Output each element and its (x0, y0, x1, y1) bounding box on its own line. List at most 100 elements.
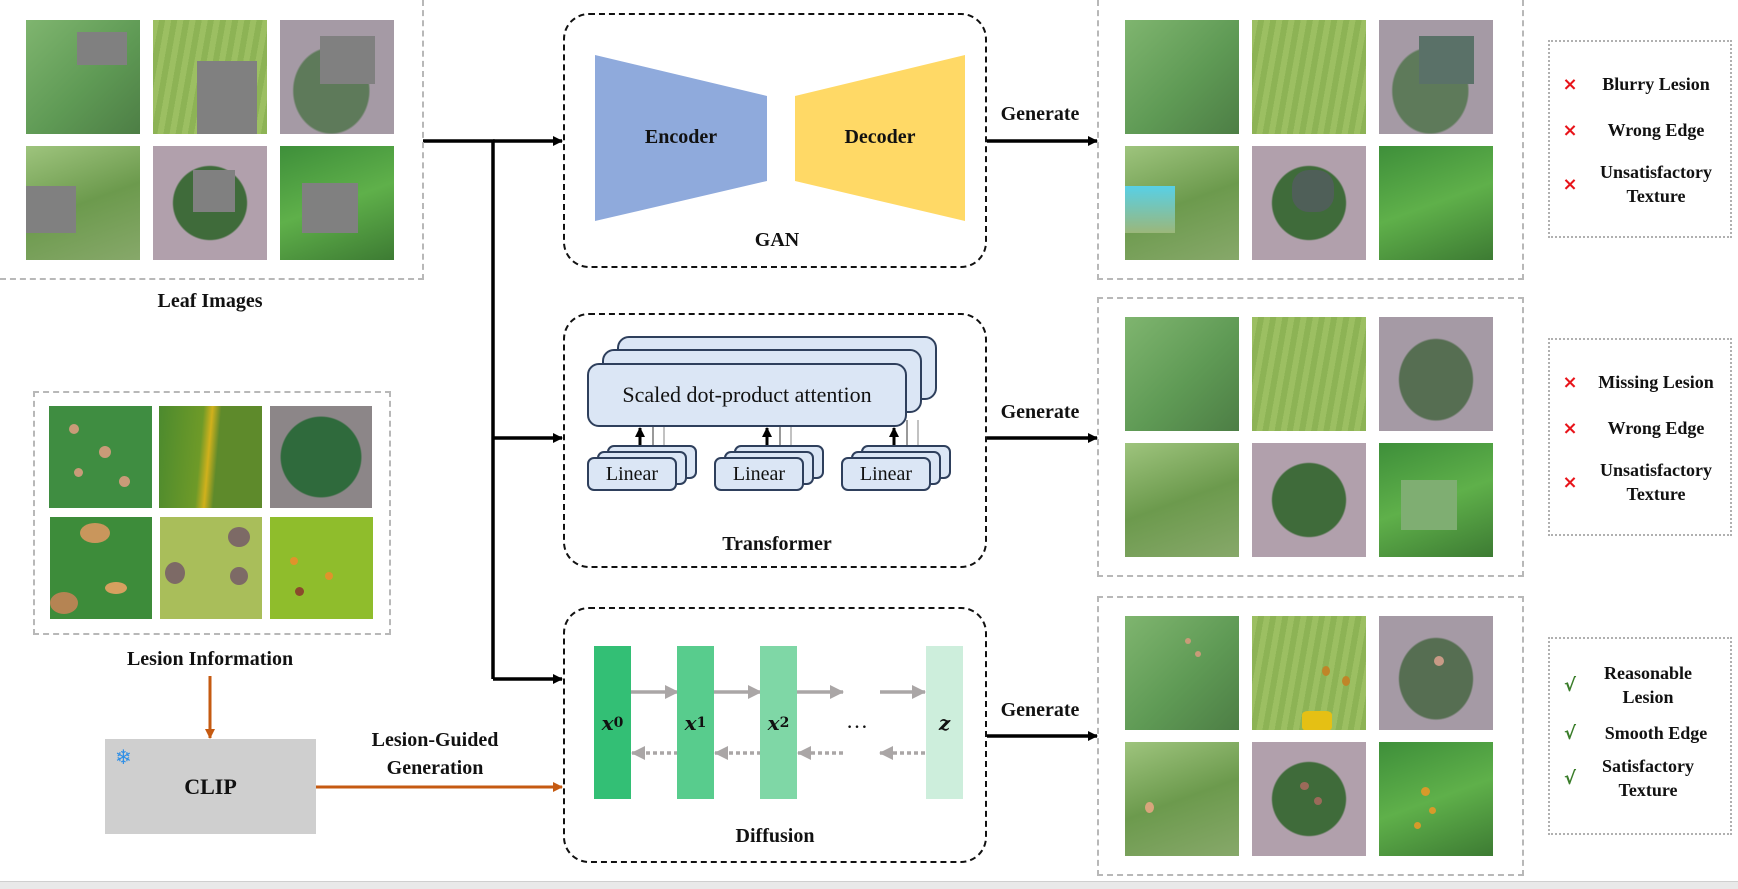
criterion-item: ×Missing Lesion (1550, 370, 1730, 394)
diffusion-title: Diffusion (735, 825, 815, 847)
generated-leaf-image (1252, 146, 1366, 260)
criterion-item: ×Blurry Lesion (1550, 72, 1730, 96)
criterion-item: √Satisfactory Texture (1550, 754, 1730, 802)
linear-label: Linear (841, 457, 931, 491)
transformer-output-panel (1097, 297, 1524, 577)
criterion-item: √Reasonable Lesion (1550, 661, 1730, 709)
encoder-decoder-shapes (595, 55, 965, 221)
lesion-image (270, 517, 373, 619)
check-mark-icon: √ (1563, 767, 1576, 789)
masked-leaf-image (280, 20, 394, 134)
encoder-trapezoid (595, 55, 767, 221)
x-mark-icon: × (1562, 371, 1578, 393)
step-symbol: z (938, 710, 951, 735)
attention-label: Scaled dot-product attention (622, 382, 872, 407)
masked-leaf-image (26, 146, 140, 260)
gan-output-panel (1097, 0, 1524, 280)
leaf-images-panel (0, 0, 424, 280)
criterion-item: ×Unsatisfactory Texture (1550, 458, 1730, 506)
masked-leaf-image (153, 146, 267, 260)
lesion-information-label: Lesion Information (126, 648, 294, 670)
generated-leaf-image (1252, 443, 1366, 557)
generated-leaf-image (1125, 20, 1239, 134)
snowflake-icon: ❄ (115, 745, 132, 769)
step-subscript: 0 (613, 714, 624, 731)
generated-leaf-image (1379, 20, 1493, 134)
generated-leaf-image (1125, 146, 1239, 260)
generated-leaf-image (1125, 443, 1239, 557)
lesion-image (49, 406, 152, 508)
clip-label: CLIP (184, 774, 237, 799)
decoder-label: Decoder (844, 126, 916, 148)
input-trunk-line (423, 139, 495, 679)
step-symbol: x (684, 710, 697, 735)
generated-leaf-image (1379, 443, 1493, 557)
step-subscript: 2 (779, 714, 790, 731)
transformer-criteria-panel: ×Missing Lesion ×Wrong Edge ×Unsatisfact… (1548, 338, 1732, 536)
generated-leaf-image (1379, 146, 1493, 260)
check-mark-icon: √ (1563, 722, 1576, 744)
generate-label-transformer: Generate (1000, 401, 1080, 423)
diffusion-output-panel (1097, 596, 1524, 876)
generated-leaf-image (1252, 742, 1366, 856)
x-mark-icon: × (1562, 119, 1578, 141)
generate-label-diffusion: Generate (1000, 699, 1080, 721)
linear-stack-q: Linear (587, 445, 697, 497)
masked-leaf-image (26, 20, 140, 134)
horizontal-scrollbar[interactable] (0, 881, 1738, 889)
gan-title: GAN (754, 229, 800, 251)
generated-leaf-image (1379, 742, 1493, 856)
generate-label-gan: Generate (1000, 103, 1080, 125)
decoder-trapezoid (795, 55, 965, 221)
generated-leaf-image (1125, 742, 1239, 856)
check-mark-icon: √ (1563, 674, 1576, 696)
lesion-image (50, 517, 152, 619)
diffusion-module (563, 607, 987, 863)
encoder-label: Encoder (644, 126, 718, 148)
linear-stack-k: Linear (714, 445, 824, 497)
generated-leaf-image (1252, 317, 1366, 431)
gan-module: Encoder Decoder GAN (563, 13, 987, 268)
x-mark-icon: × (1562, 173, 1578, 195)
transformer-module: Scaled dot-product attention Linear Line… (563, 313, 987, 568)
masked-leaf-image (280, 146, 394, 260)
lesion-images-panel (33, 391, 391, 635)
generated-leaf-image (1125, 317, 1239, 431)
diffusion-criteria-panel: √Reasonable Lesion √Smooth Edge √Satisfa… (1548, 637, 1732, 835)
lesion-guided-label-line2: Generation (386, 757, 484, 779)
generated-leaf-image (1252, 20, 1366, 134)
x-mark-icon: × (1562, 471, 1578, 493)
step-symbol: x (767, 710, 780, 735)
linear-label: Linear (587, 457, 677, 491)
criterion-item: √Smooth Edge (1550, 721, 1730, 745)
attention-block: Scaled dot-product attention (587, 363, 907, 427)
criterion-item: ×Wrong Edge (1550, 416, 1730, 440)
gan-criteria-panel: ×Blurry Lesion ×Wrong Edge ×Unsatisfacto… (1548, 40, 1732, 238)
leaf-images-label: Leaf Images (157, 290, 263, 312)
generated-leaf-image (1252, 616, 1366, 730)
criterion-item: ×Unsatisfactory Texture (1550, 160, 1730, 208)
lesion-image (160, 517, 262, 619)
diffusion-ellipsis: … (846, 708, 868, 733)
clip-encoder-box: ❄ CLIP (105, 739, 316, 834)
linear-label: Linear (714, 457, 804, 491)
linear-stack-v: Linear (841, 445, 951, 497)
diffusion-step-z: z (926, 646, 963, 799)
criterion-item: ×Wrong Edge (1550, 118, 1730, 142)
step-subscript: 1 (696, 714, 707, 731)
lesion-image (270, 406, 372, 508)
transformer-title: Transformer (722, 533, 832, 555)
generated-leaf-image (1125, 616, 1239, 730)
x-mark-icon: × (1562, 417, 1578, 439)
generated-leaf-image (1379, 317, 1493, 431)
step-symbol: x (601, 710, 614, 735)
x-mark-icon: × (1562, 73, 1578, 95)
lesion-image (159, 406, 262, 508)
lesion-guided-generation-label: Lesion-Guided Generation (340, 726, 530, 782)
generated-leaf-image (1379, 616, 1493, 730)
masked-leaf-image (153, 20, 267, 134)
lesion-guided-label-line1: Lesion-Guided (371, 729, 499, 751)
